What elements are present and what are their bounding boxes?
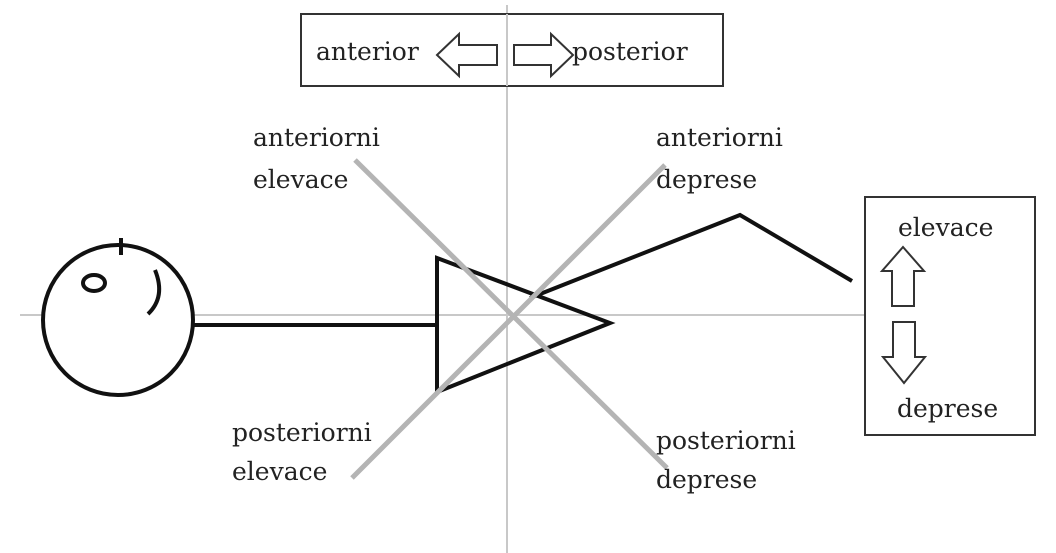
arrow-left-icon [435, 31, 498, 79]
zigzag-line [529, 212, 854, 300]
direction-legend-box [300, 13, 724, 87]
triangle-wedge [435, 255, 616, 395]
arrow-right-icon [513, 31, 575, 79]
arrow-up-icon [879, 245, 927, 307]
arrow-down-icon [880, 321, 928, 385]
anteriorni-elevace-label: anteriorni elevace [253, 123, 388, 194]
elevation-legend-box [864, 196, 1036, 436]
mechanism [41, 212, 854, 397]
cross-line-ascending [350, 163, 667, 480]
elevace-label: elevace [898, 213, 993, 242]
eye-circle [41, 243, 195, 397]
anteriorni-deprese-label: anteriorni deprese [656, 123, 791, 194]
deprese-label: deprese [897, 394, 998, 423]
eye-pupil [81, 273, 107, 293]
eye-arc [146, 269, 162, 316]
direction-legend: anterior posterior [300, 13, 724, 87]
posteriorni-elevace-label: posteriorni elevace [232, 418, 380, 486]
posteriorni-deprese-label: posteriorni deprese [656, 426, 804, 494]
cross-line-descending [353, 158, 669, 470]
elevation-legend: elevace deprese [864, 196, 1036, 436]
posterior-label: posterior [572, 37, 688, 66]
anterior-label: anterior [316, 37, 419, 66]
